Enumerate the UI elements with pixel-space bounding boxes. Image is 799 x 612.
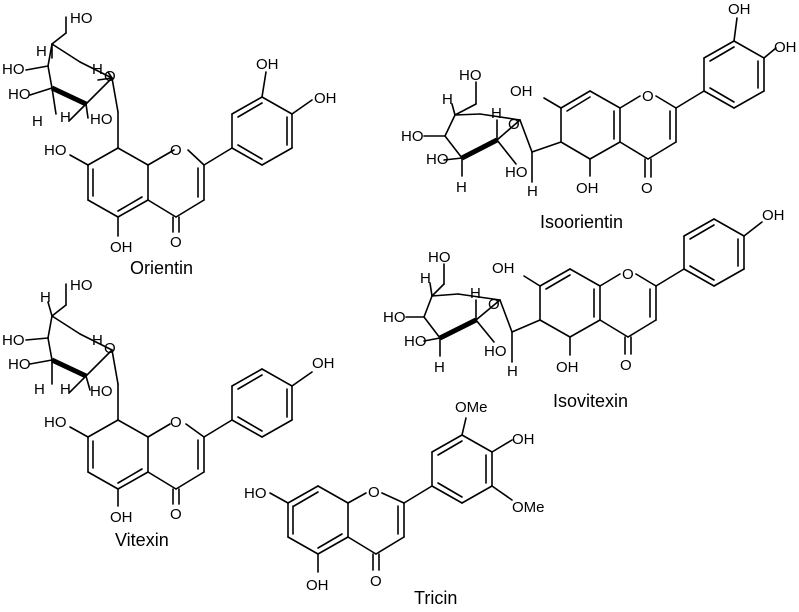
atom-label: O <box>642 88 654 105</box>
atom-label: HO <box>383 309 406 326</box>
chromone-core <box>269 485 405 573</box>
atom-label: H <box>442 91 453 108</box>
atom-label: OH <box>512 431 535 448</box>
atom-label: H <box>491 105 502 122</box>
compound-name: Vitexin <box>115 530 169 550</box>
atom-label: O <box>488 296 500 313</box>
atom-label: OH <box>492 260 515 277</box>
atom-label: O <box>508 116 520 133</box>
atom-label: HO <box>244 485 267 502</box>
atom-label: HO <box>8 356 31 373</box>
atom-label: O <box>104 68 116 85</box>
atom-label: OH <box>314 90 337 107</box>
atom-label: HO <box>90 383 113 400</box>
atom-label: HO <box>70 10 93 27</box>
atom-label: HO <box>2 332 25 349</box>
glucose-unit <box>405 263 541 363</box>
atom-label: H <box>36 43 47 60</box>
atom-label: HO <box>44 142 67 159</box>
atom-label: OMe <box>512 499 545 516</box>
atom-label: O <box>170 234 182 251</box>
atom-label: OH <box>576 180 599 197</box>
atom-label: OH <box>728 1 751 18</box>
atom-label: HO <box>505 164 528 181</box>
atom-label: OH <box>510 83 533 100</box>
atom-label: OH <box>256 56 279 73</box>
compound-vitexin: HO H HO HO H H O H HO HO O OH O OH Vitex… <box>2 277 335 550</box>
compound-name: Isoorientin <box>540 212 623 232</box>
atom-label: H <box>434 359 445 376</box>
compound-tricin: HO O OH O OMe OH OMe Tricin <box>244 399 545 608</box>
atom-label: O <box>170 506 182 523</box>
chromone-core <box>523 268 657 356</box>
atom-label: OMe <box>455 399 488 416</box>
compound-name: Tricin <box>414 588 457 608</box>
atom-label: HO <box>426 151 449 168</box>
atom-label: H <box>60 381 71 398</box>
atom-label: OH <box>762 207 785 224</box>
atom-label: HO <box>401 128 424 145</box>
atom-label: H <box>32 113 43 130</box>
chromone-core <box>69 383 205 507</box>
atom-label: HO <box>44 414 67 431</box>
atom-label: O <box>104 340 116 357</box>
atom-label: OH <box>306 577 329 594</box>
atom-label: HO <box>90 111 113 128</box>
atom-label: HO <box>459 67 482 84</box>
atom-label: O <box>370 573 382 590</box>
atom-label: O <box>170 414 182 431</box>
compound-name: Orientin <box>130 258 193 278</box>
glucose-unit <box>25 283 119 393</box>
atom-label: HO <box>404 333 427 350</box>
atom-label: H <box>527 183 538 200</box>
compound-isovitexin: HO H HO HO H H O HO H OH O OH O OH Isovi… <box>383 207 785 411</box>
b-ring <box>655 218 763 287</box>
atom-label: H <box>34 381 45 398</box>
atom-label: HO <box>2 61 25 78</box>
atom-label: O <box>622 266 634 283</box>
atom-label: O <box>170 142 182 159</box>
atom-label: H <box>60 109 71 126</box>
atom-label: H <box>470 285 481 302</box>
atom-label: H <box>92 61 103 78</box>
glucose-unit <box>423 81 562 183</box>
atom-label: O <box>368 484 380 501</box>
atom-label: HO <box>70 277 93 294</box>
compound-orientin: HO HO H HO H H O H HO HO O OH O OH OH Or… <box>2 10 337 278</box>
glucose-unit <box>25 16 119 121</box>
atom-label: H <box>420 270 431 287</box>
atom-label: H <box>507 363 518 380</box>
atom-label: HO <box>8 86 31 103</box>
atom-label: H <box>456 179 467 196</box>
b-ring <box>203 71 313 166</box>
atom-label: HO <box>428 249 451 266</box>
b-ring <box>403 417 513 504</box>
b-ring <box>675 17 777 109</box>
compound-isoorientin: HO H HO HO H H O HO H OH O OH O OH OH Is… <box>401 1 797 232</box>
atom-label: OH <box>312 355 335 372</box>
atom-label: OH <box>110 239 133 256</box>
atom-label: O <box>641 180 653 197</box>
atom-label: O <box>620 357 632 374</box>
chromone-core <box>69 111 205 237</box>
atom-label: OH <box>556 359 579 376</box>
atom-label: OH <box>774 39 797 56</box>
atom-label: HO <box>484 343 507 360</box>
chromone-core <box>543 90 677 178</box>
atom-label: H <box>40 289 51 306</box>
b-ring <box>203 368 313 438</box>
atom-label: H <box>92 332 103 349</box>
atom-label: OH <box>110 509 133 526</box>
compound-name: Isovitexin <box>553 391 628 411</box>
